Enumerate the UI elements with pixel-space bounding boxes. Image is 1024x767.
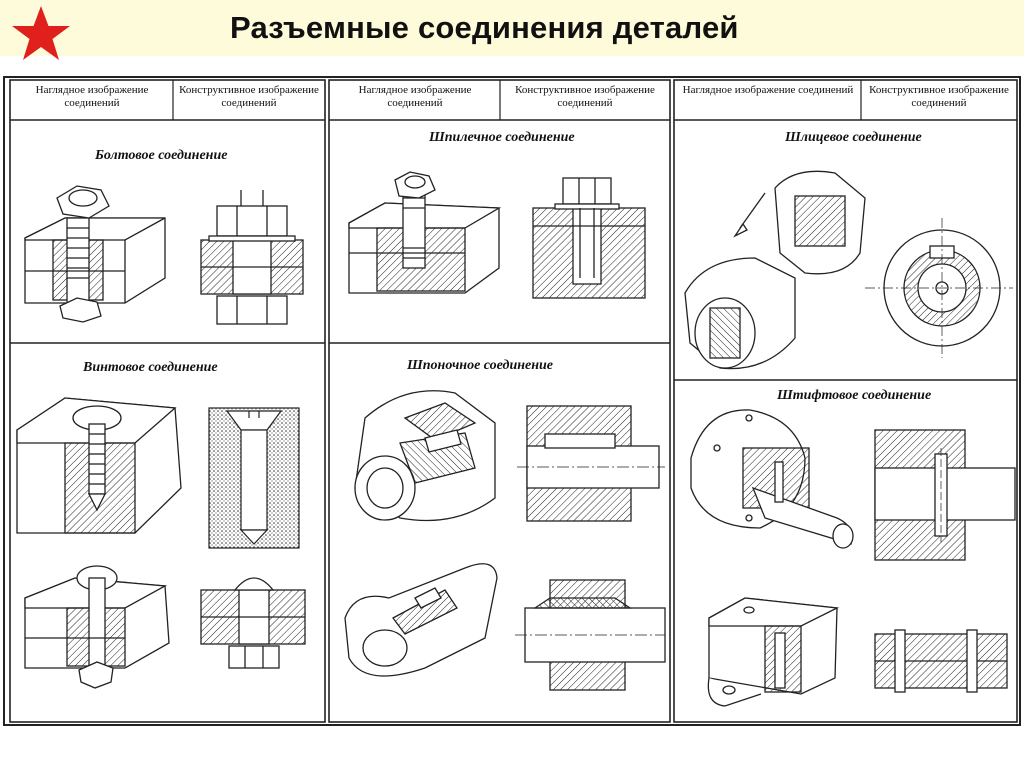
stud-constructive-drawing [532, 177, 646, 299]
col1-header-left: Наглядное изображение соединений [35, 84, 149, 109]
sheet-drawing [9, 79, 1018, 723]
drawing-sheet: Наглядное изображение соединений Констру… [3, 76, 1021, 726]
stud-pictorial-drawing [348, 171, 502, 294]
column-frame-3 [673, 79, 1018, 723]
section-title-spline: Шлицевое соединение [785, 130, 922, 145]
key-constructive-drawing [517, 405, 665, 522]
col3-header-right: Конструктивное изображение соединений [869, 84, 1009, 109]
key-constructive-drawing-2 [515, 579, 666, 691]
spline-constructive-drawing [865, 218, 1013, 358]
col2-header-left: Наглядное изображение соединений [358, 84, 472, 109]
pin-constructive-drawing [874, 429, 1016, 561]
bolt-constructive-drawing [200, 190, 304, 325]
column-frame-1 [9, 79, 326, 723]
section-title-key: Шпоночное соединение [407, 358, 554, 373]
key-pictorial-drawing [354, 390, 496, 522]
bolt-pictorial-drawing [24, 185, 166, 323]
section-title-stud: Шпилечное соединение [429, 130, 575, 145]
pin-pictorial-drawing-2 [707, 597, 840, 707]
pin-pictorial-drawing [690, 409, 854, 549]
screw-pictorial-drawing [16, 397, 182, 534]
section-title-pin: Штифтовое соединение [777, 388, 932, 403]
col2-header-right: Конструктивное изображение соединений [515, 84, 655, 109]
slide-title: Разъемные соединения деталей [230, 10, 739, 45]
title-band [0, 0, 1024, 56]
red-star-icon [12, 6, 70, 60]
screw-constructive-drawing-2 [200, 577, 306, 669]
section-title-bolt: Болтовое соединение [95, 148, 228, 163]
col3-header-left: Наглядное изображение соединений [682, 84, 854, 96]
pin-constructive-drawing-2 [874, 629, 1008, 693]
screw-constructive-drawing [208, 407, 300, 549]
screw-pictorial-drawing-2 [24, 565, 170, 689]
spline-pictorial-drawing [684, 170, 866, 370]
col1-header-right: Конструктивное изображение соединений [179, 84, 319, 109]
key-pictorial-drawing-2 [344, 563, 498, 677]
section-title-screw: Винтовое соединение [83, 360, 218, 375]
